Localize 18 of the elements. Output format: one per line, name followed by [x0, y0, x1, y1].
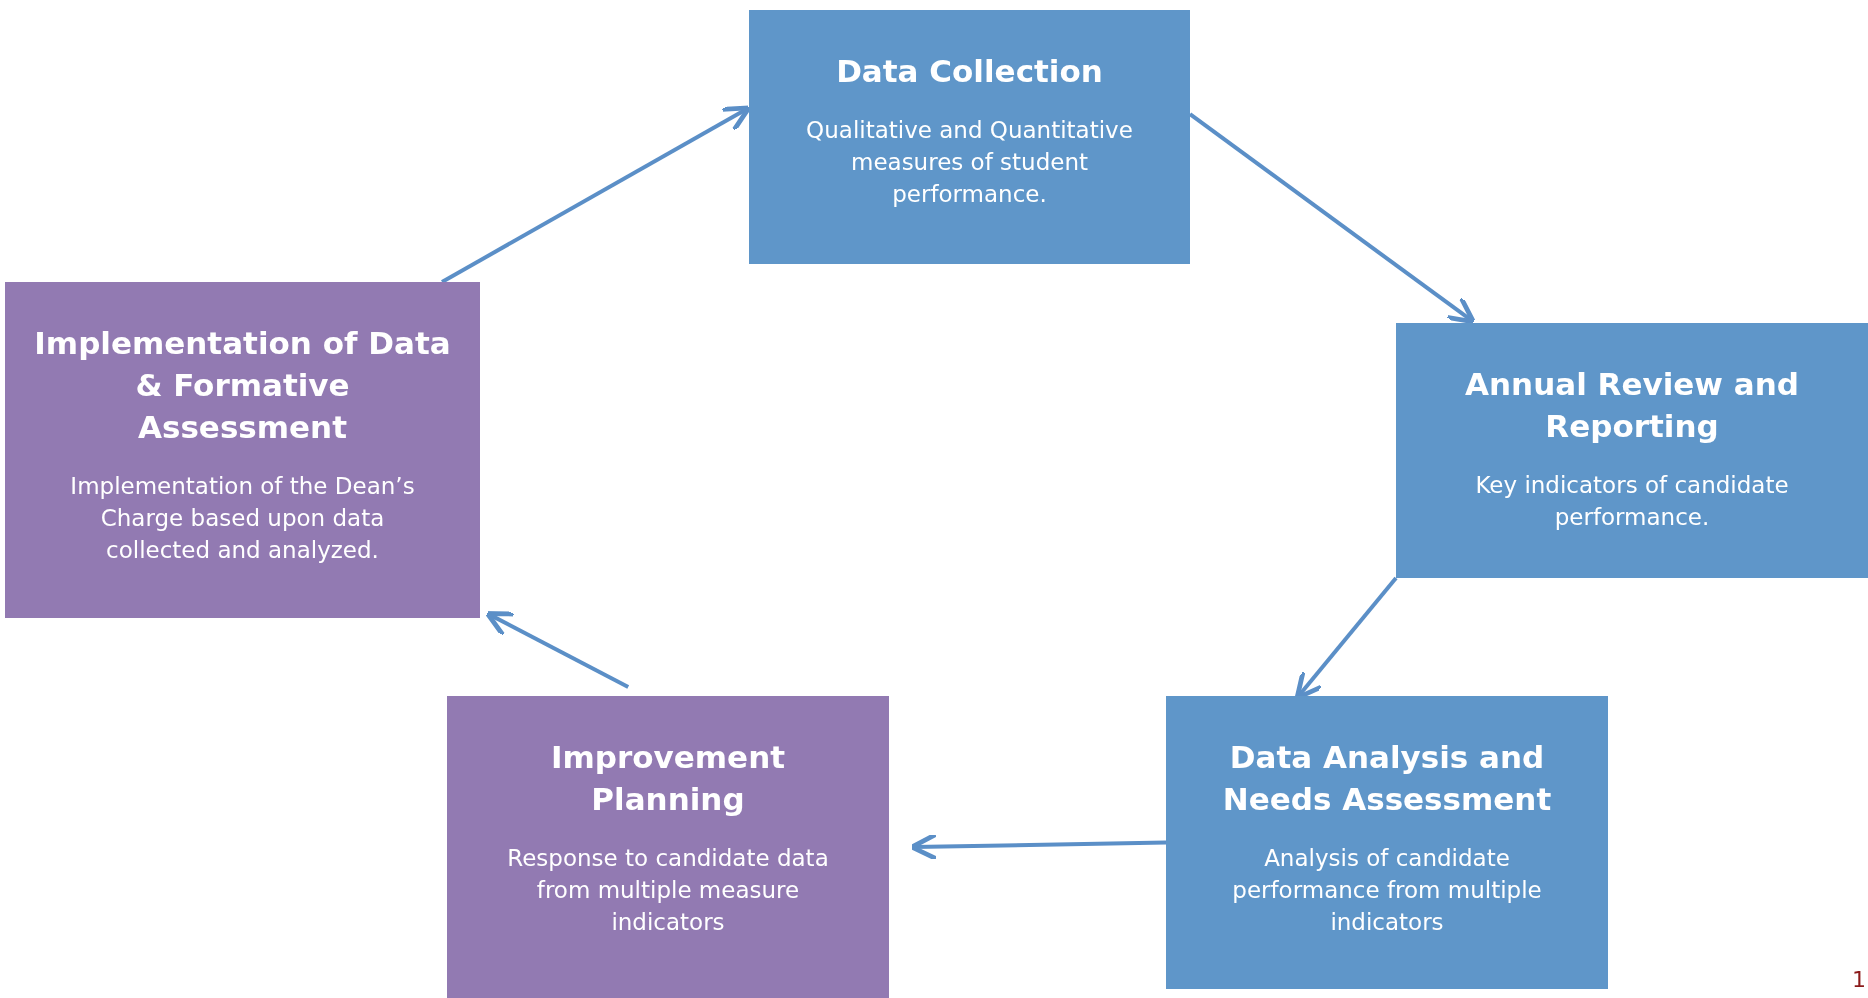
box-description: Analysis of candidate performance from multiple indicators — [1231, 844, 1543, 937]
box-title: Improvement Planning — [549, 738, 787, 819]
box-description: Qualitative and Quantitative measures of student performance. — [805, 116, 1134, 209]
process-box — [447, 696, 889, 998]
process-box — [749, 10, 1190, 264]
box-title: Annual Review and Reporting — [1464, 365, 1800, 446]
box-description: Key indicators of candidate performance. — [1474, 471, 1790, 532]
arrow — [909, 832, 1167, 861]
box-description: Response to candidate data from multiple measure indicators — [506, 844, 830, 937]
box-title: Data Collection — [836, 52, 1103, 91]
process-box — [1396, 323, 1868, 578]
box-title: Data Analysis and Needs Assessment — [1221, 738, 1553, 819]
box-title: Implementation of Data & Formative Assessment — [33, 324, 452, 447]
page-number: 1 — [1852, 967, 1866, 992]
box-description: Implementation of the Dean’s Charge based upon data collected and analyzed. — [69, 472, 416, 565]
process-box — [5, 282, 480, 618]
process-box — [1166, 696, 1608, 989]
arrow — [484, 611, 630, 689]
